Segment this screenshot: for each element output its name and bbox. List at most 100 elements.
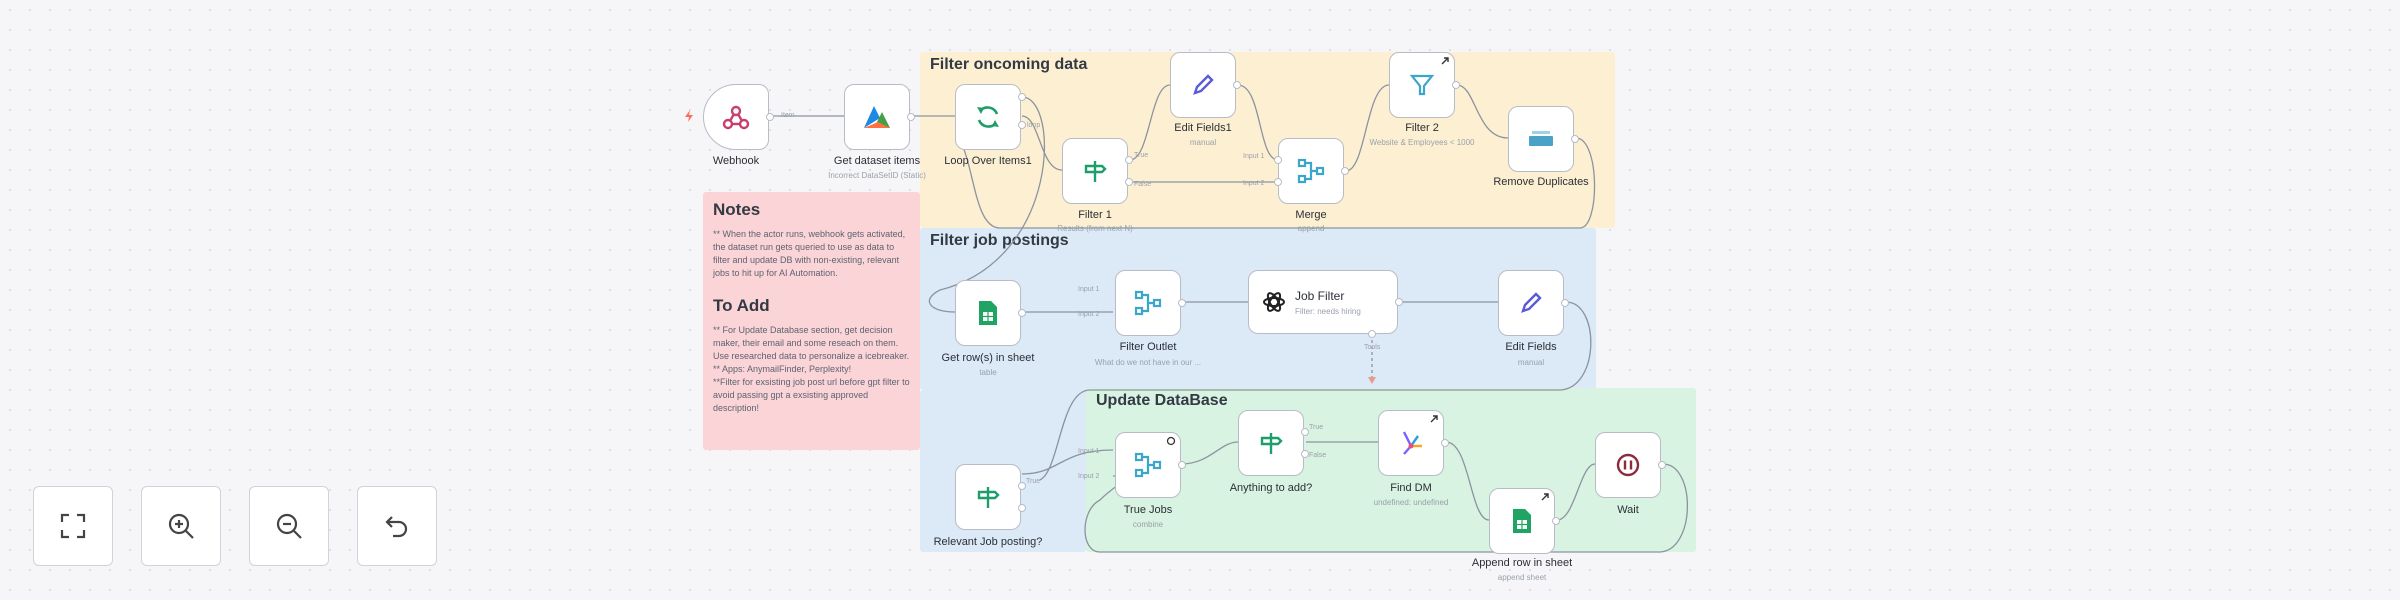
fit-view-icon — [60, 513, 86, 539]
filter-outlet-node[interactable] — [1115, 270, 1181, 336]
output-port[interactable] — [1178, 461, 1186, 469]
output-port[interactable] — [1571, 135, 1579, 143]
edge — [1556, 463, 1596, 521]
zoom-in-button[interactable] — [141, 486, 221, 566]
get-rows-node[interactable] — [955, 280, 1021, 346]
output-port[interactable] — [1233, 81, 1241, 89]
anything-label: Anything to add? — [1229, 482, 1313, 494]
external-arrow-icon — [1430, 415, 1438, 423]
output-port[interactable] — [1561, 299, 1569, 307]
tools-port[interactable] — [1368, 330, 1376, 338]
notes-sticky[interactable]: Notes ** When the actor runs, webhook ge… — [703, 192, 920, 450]
merge-node[interactable] — [1278, 138, 1344, 204]
output-port[interactable] — [907, 113, 915, 121]
remove-duplicates-node[interactable] — [1508, 106, 1574, 172]
loop-label: Loop Over Items1 — [944, 155, 1032, 167]
job-filter-node[interactable]: Job Filter Filter: needs hiring — [1248, 270, 1398, 334]
todo-body: ** For Update Database section, get deci… — [713, 325, 910, 413]
true-jobs-node[interactable] — [1115, 432, 1181, 498]
output-port[interactable] — [1452, 81, 1460, 89]
google-sheets-icon — [979, 301, 997, 325]
true-jobs-label: True Jobs — [1123, 504, 1173, 516]
signpost-icon — [977, 487, 1000, 508]
trigger-bolt-icon — [685, 110, 693, 122]
google-sheets-icon — [1513, 509, 1531, 533]
output-port-true[interactable] — [1125, 156, 1133, 164]
find-dm-node[interactable] — [1378, 410, 1444, 476]
output-port-false[interactable] — [1018, 504, 1026, 512]
output-port[interactable] — [1018, 309, 1026, 317]
edit-fields1-sub: manual — [1189, 138, 1217, 147]
output-port-true[interactable] — [1018, 482, 1026, 490]
output-port-true[interactable] — [1301, 428, 1309, 436]
external-arrow-icon — [1541, 493, 1549, 501]
relevant-job-posting-node[interactable] — [955, 464, 1021, 530]
job-filter-sub: Filter: needs hiring — [1295, 306, 1361, 316]
http-request-icon — [1402, 431, 1422, 455]
loop-over-items-node[interactable] — [955, 84, 1021, 150]
merge-icon — [1134, 452, 1162, 478]
output-port[interactable] — [766, 113, 774, 121]
filter-outlet-label: Filter Outlet — [1119, 341, 1177, 353]
todo-title: To Add — [713, 296, 770, 315]
zoom-in-icon — [168, 513, 194, 539]
output-port[interactable] — [1395, 298, 1403, 306]
edge — [1345, 84, 1390, 172]
wait-node[interactable] — [1595, 432, 1661, 498]
output-port-done[interactable] — [1018, 93, 1026, 101]
filter-2-sub: Website & Employees < 1000 — [1369, 138, 1475, 147]
output-port-false[interactable] — [1301, 450, 1309, 458]
input2-label: Input 2 — [1078, 311, 1100, 318]
webhook-label: Webhook — [712, 155, 760, 167]
input-port-1[interactable] — [1274, 156, 1282, 164]
get-dataset-sub: Incorrect DataSetID (Static) — [828, 171, 926, 180]
output-port[interactable] — [1441, 439, 1449, 447]
get-dataset-items-node[interactable] — [844, 84, 910, 150]
edit-fields1-node[interactable] — [1170, 52, 1236, 118]
reset-zoom-icon — [385, 516, 408, 538]
edit-fields1-label: Edit Fields1 — [1174, 122, 1232, 134]
get-dataset-label: Get dataset items — [833, 155, 921, 167]
reset-zoom-button[interactable] — [357, 486, 437, 566]
edge — [928, 96, 1046, 313]
pencil-icon — [1521, 292, 1542, 313]
filter-1-node[interactable] — [1062, 138, 1128, 204]
true-jobs-sub: combine — [1132, 520, 1164, 529]
input2-label: Input 2 — [1243, 180, 1265, 187]
section-title: Filter oncoming data — [930, 56, 1088, 73]
fit-view-button[interactable] — [33, 486, 113, 566]
append-row-node[interactable] — [1489, 488, 1555, 554]
filter-1-sub: Results (from next N) — [1057, 224, 1133, 233]
anything-to-add-node[interactable] — [1238, 410, 1304, 476]
refresh-badge-icon — [1166, 436, 1176, 446]
filter-2-label: Filter 2 — [1405, 122, 1439, 134]
output-port[interactable] — [1658, 461, 1666, 469]
input-port-2[interactable] — [1274, 178, 1282, 186]
append-row-label: Append row in sheet — [1471, 557, 1573, 569]
webhook-node[interactable] — [703, 84, 769, 150]
find-dm-sub: undefined: undefined — [1373, 498, 1449, 507]
edit-fields-node[interactable] — [1498, 270, 1564, 336]
input1-label: Input 1 — [1078, 286, 1100, 293]
false-label: False — [1309, 452, 1327, 459]
output-port[interactable] — [1341, 167, 1349, 175]
edit-fields-label: Edit Fields — [1505, 341, 1557, 353]
edge — [1039, 301, 1592, 481]
output-port-false[interactable] — [1125, 178, 1133, 186]
output-port-loop[interactable] — [1018, 121, 1026, 129]
loop-edge-label: loop — [1027, 122, 1041, 129]
signpost-icon — [1084, 161, 1107, 182]
pause-icon — [1616, 453, 1640, 477]
filter-2-node[interactable] — [1389, 52, 1455, 118]
merge-label: Merge — [1295, 209, 1327, 221]
notes-body: ** When the actor runs, webhook gets act… — [713, 229, 906, 278]
output-port[interactable] — [1552, 517, 1560, 525]
edge — [1456, 84, 1509, 139]
loop-icon — [977, 106, 999, 128]
webhook-icon — [722, 105, 750, 130]
add-tool-icon — [1368, 377, 1376, 384]
edge — [1021, 115, 1063, 171]
filter-outlet-sub: What do we not have in our ... — [1094, 358, 1202, 367]
zoom-out-button[interactable] — [249, 486, 329, 566]
output-port[interactable] — [1178, 299, 1186, 307]
